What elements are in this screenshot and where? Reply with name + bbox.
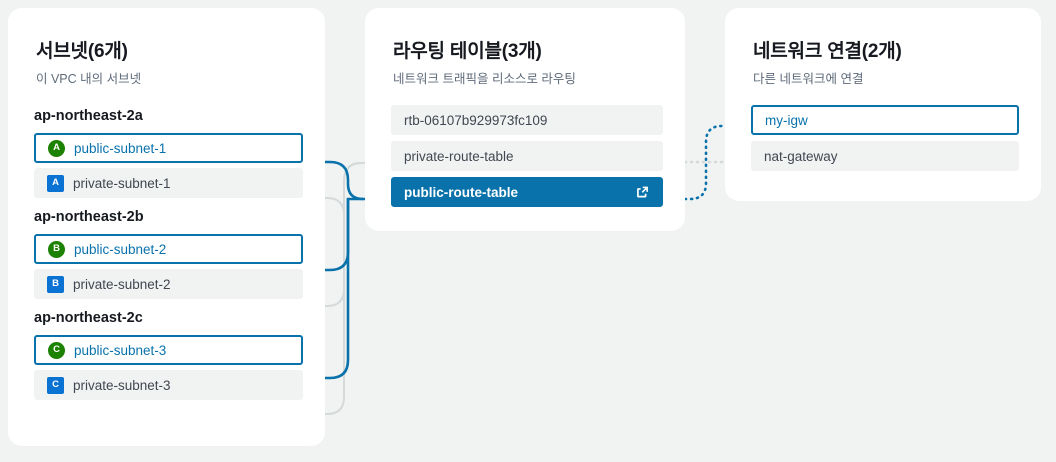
subnet-row-label: private-subnet-2 — [73, 276, 171, 292]
route-tables-panel-subtitle: 네트워크 트래픽을 리소스로 라우팅 — [393, 72, 576, 86]
private-subnet-badge-icon: C — [47, 376, 64, 394]
external-link-icon[interactable] — [635, 185, 650, 200]
subnet-row-label: public-subnet-2 — [74, 241, 167, 257]
availability-zone-header: ap-northeast-2c — [34, 310, 143, 326]
private-subnet-badge-icon: A — [47, 174, 64, 192]
network-connections-panel-title: 네트워크 연결(2개) — [753, 41, 902, 62]
availability-zone-header: ap-northeast-2b — [34, 209, 144, 225]
network-connection-row[interactable]: my-igw — [751, 105, 1019, 135]
private-subnet-badge-icon: B — [47, 275, 64, 293]
network-connections-list: my-igw nat-gateway — [751, 105, 1019, 177]
route-table-row-label: private-route-table — [404, 148, 514, 164]
network-connection-row[interactable]: nat-gateway — [751, 141, 1019, 171]
network-connections-panel-subtitle: 다른 네트워크에 연결 — [753, 72, 864, 86]
route-table-row[interactable]: public-route-table — [391, 177, 663, 207]
subnet-row-label: private-subnet-3 — [73, 377, 171, 393]
availability-zone-header: ap-northeast-2a — [34, 108, 143, 124]
route-tables-panel-title: 라우팅 테이블(3개) — [393, 41, 542, 62]
network-connections-panel: 네트워크 연결(2개) 다른 네트워크에 연결 my-igw nat-gatewa… — [725, 8, 1041, 201]
route-table-row-label: public-route-table — [404, 184, 518, 200]
subnet-row-label: public-subnet-3 — [74, 342, 167, 358]
network-connection-row-label: nat-gateway — [764, 148, 838, 164]
subnets-panel-subtitle: 이 VPC 내의 서브넷 — [36, 72, 142, 86]
network-connection-row-label: my-igw — [765, 112, 808, 128]
subnet-row-label: private-subnet-1 — [73, 175, 171, 191]
subnet-row-label: public-subnet-1 — [74, 140, 167, 156]
subnets-panel-title: 서브넷(6개) — [36, 41, 128, 62]
public-subnet-badge-icon: A — [48, 139, 65, 157]
public-subnet-badge-icon: B — [48, 240, 65, 258]
route-table-row[interactable]: rtb-06107b929973fc109 — [391, 105, 663, 135]
public-subnet-badge-icon: C — [48, 341, 65, 359]
route-tables-panel: 라우팅 테이블(3개) 네트워크 트래픽을 리소스로 라우팅 rtb-06107… — [365, 8, 685, 231]
route-table-row-label: rtb-06107b929973fc109 — [404, 112, 548, 128]
route-table-row[interactable]: private-route-table — [391, 141, 663, 171]
route-tables-list: rtb-06107b929973fc109 private-route-table… — [391, 105, 663, 213]
